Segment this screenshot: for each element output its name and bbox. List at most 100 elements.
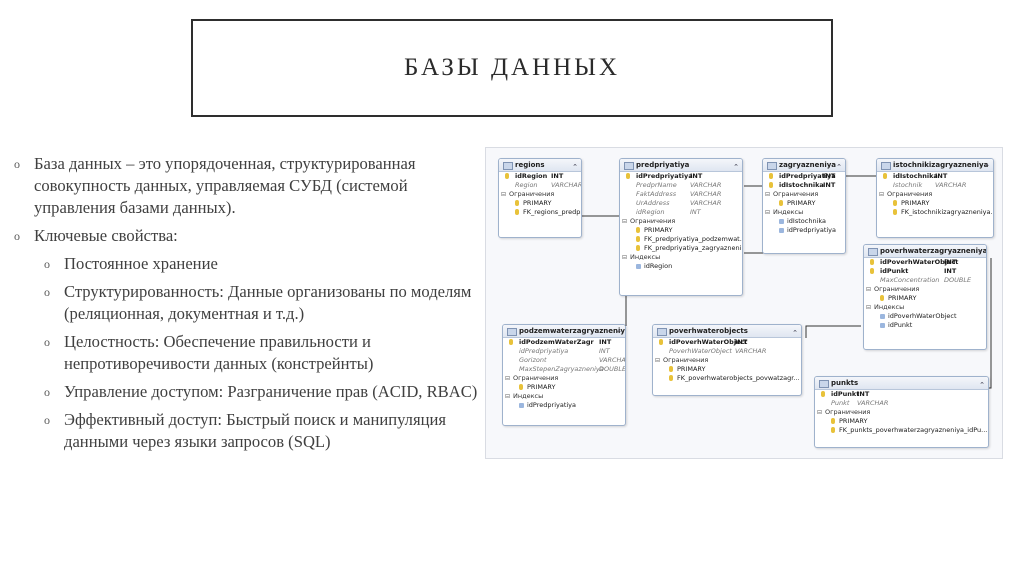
table-icon bbox=[881, 162, 891, 170]
table-name: regions bbox=[515, 161, 545, 169]
constraint-item: PRIMARY bbox=[763, 199, 845, 208]
constraint-item: PRIMARY bbox=[864, 294, 986, 303]
index-item: idPredpriyatiya bbox=[503, 401, 625, 410]
bullet-mark: o bbox=[44, 335, 50, 349]
constraints-section[interactable]: Ограничения bbox=[620, 217, 742, 226]
constraint-item: FK_predpriyatiya_zagryazneni... bbox=[620, 244, 742, 253]
collapse-icon[interactable]: ⌃ bbox=[977, 249, 983, 257]
constraints-section[interactable]: Ограничения bbox=[763, 190, 845, 199]
constraint-item: PRIMARY bbox=[620, 226, 742, 235]
collapse-icon[interactable]: ⌃ bbox=[572, 163, 578, 171]
table-podzemwaterzagryazneniya[interactable]: podzemwaterzagryazneniya⌃ idPodzemWaterZ… bbox=[502, 324, 626, 426]
collapse-icon[interactable]: ⌃ bbox=[984, 163, 990, 171]
bullet-mark: o bbox=[14, 157, 20, 171]
bullet-mark: o bbox=[14, 229, 20, 243]
constraints-section[interactable]: Ограничения bbox=[503, 374, 625, 383]
index-item: idRegion bbox=[620, 262, 742, 271]
column: GorizontVARCHAR bbox=[519, 356, 626, 364]
table-header: poverhwaterzagryazneniya⌃ bbox=[864, 245, 986, 258]
sub-bullet-item: o Постоянное хранение bbox=[14, 253, 486, 275]
constraint-item: FK_regions_predpriyati... bbox=[499, 208, 581, 217]
table-icon bbox=[767, 162, 777, 170]
index-item: idIstochnika bbox=[763, 217, 845, 226]
table-name: predpriyatiya bbox=[636, 161, 690, 169]
bullet-item: o База данных – это упорядоченная, структ… bbox=[14, 153, 486, 219]
table-icon bbox=[624, 162, 634, 170]
bullet-text: Управление доступом: Разграничение прав … bbox=[64, 382, 478, 401]
constraint-item: FK_istochnikizagryazneniya... bbox=[877, 208, 993, 217]
bullet-list: o База данных – это упорядоченная, структ… bbox=[14, 153, 486, 459]
constraint-item: PRIMARY bbox=[815, 417, 988, 426]
bullet-mark: o bbox=[44, 413, 50, 427]
table-poverhwaterzagryazneniya[interactable]: poverhwaterzagryazneniya⌃ idPoverhWaterO… bbox=[863, 244, 987, 350]
indexes-section[interactable]: Индексы bbox=[620, 253, 742, 262]
table-header: zagryazneniya⌃ bbox=[763, 159, 845, 172]
table-header: regions ⌃ bbox=[499, 159, 581, 172]
collapse-icon[interactable]: ⌃ bbox=[616, 329, 622, 337]
table-name: poverhwaterzagryazneniya bbox=[880, 247, 987, 255]
collapse-icon[interactable]: ⌃ bbox=[979, 381, 985, 389]
bullet-mark: o bbox=[44, 257, 50, 271]
bullet-text: Целостность: Обеспечение правильности и … bbox=[64, 332, 374, 373]
bullet-text: Постоянное хранение bbox=[64, 254, 218, 273]
collapse-icon[interactable]: ⌃ bbox=[836, 163, 842, 171]
constraints-section[interactable]: Ограничения bbox=[864, 285, 986, 294]
constraints-section[interactable]: Ограничения bbox=[877, 190, 993, 199]
index-item: idPunkt bbox=[864, 321, 986, 330]
table-icon bbox=[819, 380, 829, 388]
table-header: punkts ⌃ bbox=[815, 377, 988, 390]
table-icon bbox=[657, 328, 667, 336]
constraint-item: FK_punkts_poverhwaterzagryazneniya_idPu.… bbox=[815, 426, 988, 435]
constraints-section[interactable]: Ограничения bbox=[815, 408, 988, 417]
collapse-icon[interactable]: ⌃ bbox=[733, 163, 739, 171]
table-name: zagryazneniya bbox=[779, 161, 837, 169]
table-name: poverhwaterobjects bbox=[669, 327, 748, 335]
index-item: idPoverhWaterObject bbox=[864, 312, 986, 321]
table-header: istochnikizagryazneniya⌃ bbox=[877, 159, 993, 172]
bullet-text: База данных – это упорядоченная, структу… bbox=[34, 154, 416, 217]
indexes-section[interactable]: Индексы bbox=[503, 392, 625, 401]
table-name: istochnikizagryazneniya bbox=[893, 161, 989, 169]
indexes-section[interactable]: Индексы bbox=[763, 208, 845, 217]
table-name: punkts bbox=[831, 379, 859, 387]
table-header: podzemwaterzagryazneniya⌃ bbox=[503, 325, 625, 338]
constraints-section[interactable]: Ограничения bbox=[499, 190, 581, 199]
bullet-item: o Ключевые свойства: bbox=[14, 225, 486, 247]
constraints-section[interactable]: Ограничения bbox=[653, 356, 801, 365]
index-item: idPredpriyatiya bbox=[763, 226, 845, 235]
bullet-text: Ключевые свойства: bbox=[34, 226, 178, 245]
constraint-item: PRIMARY bbox=[653, 365, 801, 374]
table-icon bbox=[503, 162, 513, 170]
collapse-icon[interactable]: ⌃ bbox=[792, 329, 798, 337]
constraint-item: PRIMARY bbox=[503, 383, 625, 392]
slide-title: БАЗЫ ДАННЫХ bbox=[403, 54, 621, 81]
indexes-section[interactable]: Индексы bbox=[864, 303, 986, 312]
